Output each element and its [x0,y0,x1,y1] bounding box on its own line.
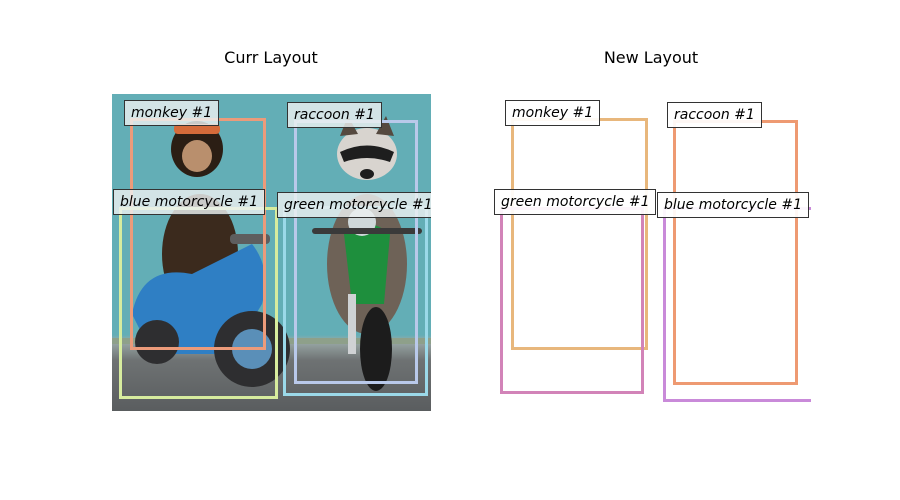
new-blue-motorcycle-label: blue motorcycle #1 [657,192,809,218]
new-monkey-label: monkey #1 [505,100,601,126]
curr-blue-motorcycle-box [119,207,278,399]
new-green-motorcycle-box [500,207,644,394]
new-layout-title: New Layout [603,48,699,67]
curr-monkey-label: monkey #1 [124,100,220,126]
green-motorcycle-figure [312,208,422,391]
curr-green-motorcycle-box [283,206,428,396]
scene-image: monkey #1 raccoon #1 blue motorcycle #1 … [112,94,431,411]
curr-blue-motorcycle-label: blue motorcycle #1 [113,189,265,215]
new-blue-motorcycle-box [663,207,811,402]
new-raccoon-label: raccoon #1 [667,102,762,128]
curr-green-motorcycle-label: green motorcycle #1 [277,192,431,218]
new-green-motorcycle-label: green motorcycle #1 [494,189,657,215]
new-layout-canvas: monkey #1 raccoon #1 green motorcycle #1… [492,94,811,411]
curr-layout-title: Curr Layout [224,48,318,67]
curr-raccoon-label: raccoon #1 [287,102,382,128]
